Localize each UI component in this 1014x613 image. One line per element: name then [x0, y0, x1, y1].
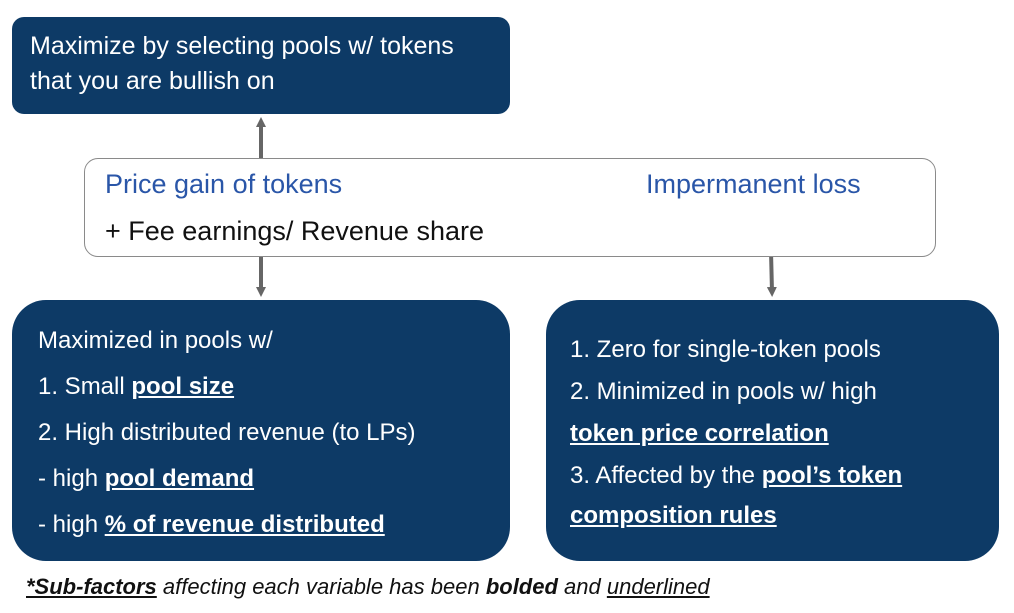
factor-price-correlation: token price correlation — [570, 412, 975, 456]
factor-single-token: 1. Zero for single-token pools — [570, 336, 881, 363]
fee-earnings-label: + Fee earnings/ Revenue share — [105, 216, 484, 246]
factor-prefix: - high — [38, 511, 105, 538]
factor-minimized: 2. Minimized in pools w/ high — [570, 378, 877, 405]
bullish-tokens-text: Maximize by selecting pools w/ tokens th… — [30, 32, 454, 95]
impermanent-loss-factors-box: 1. Zero for single-token pools 2. Minimi… — [546, 300, 999, 561]
subfactor-pool-demand: pool demand — [104, 465, 255, 492]
footnote-bolded: bolded — [485, 574, 558, 599]
factor-prefix: 3. Affected by the — [570, 462, 762, 489]
factor-pool-demand: - high pool demand — [38, 456, 484, 502]
maximize-factors-box: Maximized in pools w/ 1. Small pool size… — [12, 300, 510, 561]
subfactor-revenue-distributed: % of revenue distributed — [104, 511, 385, 538]
footnote-underlined: underlined — [606, 574, 710, 599]
factor-distributed-revenue: 2. High distributed revenue (to LPs) — [38, 419, 416, 446]
subfactor-pool-token: pool’s token — [761, 462, 903, 489]
footnote-text: affecting each variable has been — [156, 574, 486, 599]
factor-prefix: - high — [38, 465, 105, 492]
subfactor-composition-rules: composition rules — [570, 502, 777, 529]
subfactor-price-correlation: token price correlation — [570, 420, 829, 447]
maximize-heading: Maximized in pools w/ — [38, 327, 273, 354]
factor-composition: 3. Affected by the pool’s token — [570, 456, 975, 496]
footnote-and: and — [557, 574, 607, 599]
factor-composition-rules: composition rules — [570, 496, 975, 536]
price-gain-label: Price gain of tokens — [105, 169, 343, 199]
factor-revenue-distributed: - high % of revenue distributed — [38, 502, 484, 548]
footnote: *Sub-factors affecting each variable has… — [26, 574, 710, 600]
returns-components-box: Price gain of tokens Impermanent loss + … — [84, 158, 936, 257]
factor-pool-size: 1. Small pool size — [38, 364, 484, 410]
factor-prefix: 1. Small — [38, 373, 132, 400]
subfactor-pool-size: pool size — [131, 373, 235, 400]
bullish-tokens-box: Maximize by selecting pools w/ tokens th… — [12, 17, 510, 114]
impermanent-loss-label: Impermanent loss — [646, 169, 861, 199]
footnote-subfactors: *Sub-factors — [26, 574, 157, 599]
